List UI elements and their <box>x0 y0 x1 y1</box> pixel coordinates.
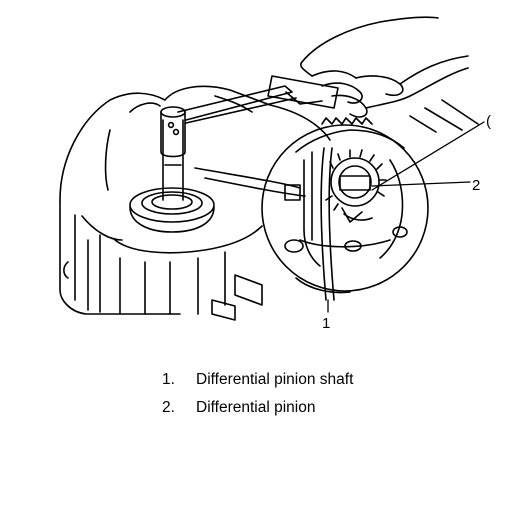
tool-shaft <box>160 106 186 201</box>
legend-number: 2. <box>162 399 175 416</box>
legend-item: 2. Differential pinion <box>162 394 353 422</box>
legend-text: Differential pinion shaft <box>196 371 354 388</box>
transmission-case <box>59 85 331 321</box>
callout-2: 2 <box>472 177 480 194</box>
leader-lines <box>327 121 485 313</box>
legend-number: 1. <box>162 371 175 388</box>
side-gear-teeth <box>321 117 373 125</box>
differential-pinion-shaft <box>320 147 373 301</box>
differential-illustration: 1 2 ( <box>59 16 491 332</box>
parts-legend: 1. Differential pinion shaft 2. Differenti… <box>162 366 353 422</box>
legend-text: Differential pinion <box>196 399 316 416</box>
detail-magnifier <box>261 124 429 294</box>
hand-illustration <box>299 16 479 133</box>
callout-edge: ( <box>486 113 491 130</box>
bearing-seal <box>129 187 215 233</box>
differential-pinion <box>325 149 387 211</box>
callout-1: 1 <box>322 315 330 332</box>
legend-item: 1. Differential pinion shaft <box>162 366 353 394</box>
torque-wrench <box>177 75 339 197</box>
